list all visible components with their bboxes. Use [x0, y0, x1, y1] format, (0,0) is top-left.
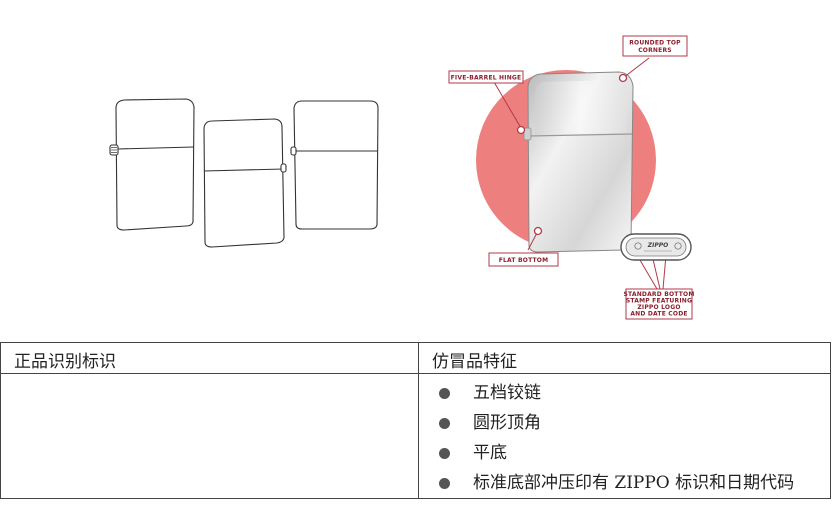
lighter-outline-3 — [290, 100, 379, 230]
table-row: 五档铰链 圆形顶角 平底 标准底部冲压印有 ZIPPO 标识和日期代码 — [0, 373, 831, 499]
svg-text:FLAT BOTTOM: FLAT BOTTOM — [499, 257, 549, 264]
bullet-icon — [439, 418, 450, 429]
svg-text:FIVE-BARREL HINGE: FIVE-BARREL HINGE — [451, 75, 522, 82]
counterfeit-features-cell: 五档铰链 圆形顶角 平底 标准底部冲压印有 ZIPPO 标识和日期代码 — [418, 373, 831, 499]
lighter-outline-1 — [109, 98, 195, 231]
bullet-icon — [439, 448, 450, 459]
line-drawing-lighters — [109, 98, 379, 248]
bullet-icon — [439, 478, 450, 489]
table-header-row: 正品识别标识 仿冒品特征 — [0, 342, 831, 374]
chrome-lighter-diagram: ZIPPO FIVE-BARREL HINGE ROUNDED TOP CORN… — [448, 35, 695, 320]
list-item: 五档铰链 — [429, 378, 824, 408]
bullet-icon — [439, 388, 450, 399]
svg-text:ZIPPO LOGO: ZIPPO LOGO — [637, 304, 680, 311]
lighter-illustration: ZIPPO FIVE-BARREL HINGE ROUNDED TOP CORN… — [109, 35, 695, 320]
comparison-table: 正品识别标识 仿冒品特征 五档铰链 圆形顶角 平底 标准底部冲压印有 ZIPPO… — [0, 342, 831, 499]
bottom-marker — [533, 226, 543, 236]
header-genuine: 正品识别标识 — [0, 342, 419, 374]
callout-rounded-corners: ROUNDED TOP CORNERS — [622, 35, 688, 57]
list-item: 平底 — [429, 438, 824, 468]
callout-hinge: FIVE-BARREL HINGE — [448, 70, 524, 84]
svg-text:AND DATE CODE: AND DATE CODE — [630, 311, 687, 318]
svg-text:STAMP FEATURING: STAMP FEATURING — [626, 298, 692, 305]
svg-text:ROUNDED TOP: ROUNDED TOP — [629, 40, 681, 47]
feature-list: 五档铰链 圆形顶角 平底 标准底部冲压印有 ZIPPO 标识和日期代码 — [419, 374, 830, 498]
list-item: 圆形顶角 — [429, 408, 824, 438]
corner-marker — [618, 73, 628, 83]
stamp-zippo-logo: ZIPPO — [647, 242, 668, 249]
genuine-cell — [0, 373, 419, 499]
callout-bottom-stamp: STANDARD BOTTOM STAMP FEATURING ZIPPO LO… — [624, 288, 695, 320]
svg-text:CORNERS: CORNERS — [638, 47, 672, 54]
header-counterfeit: 仿冒品特征 — [418, 342, 831, 374]
svg-text:STANDARD BOTTOM: STANDARD BOTTOM — [624, 291, 695, 298]
bottom-stamp-inset: ZIPPO — [620, 233, 692, 261]
lighter-figure: ZIPPO FIVE-BARREL HINGE ROUNDED TOP CORN… — [109, 35, 695, 320]
list-item: 标准底部冲压印有 ZIPPO 标识和日期代码 — [429, 468, 824, 498]
hinge-marker — [516, 125, 526, 135]
lighter-outline-2 — [203, 118, 287, 248]
callout-flat-bottom: FLAT BOTTOM — [488, 252, 559, 267]
